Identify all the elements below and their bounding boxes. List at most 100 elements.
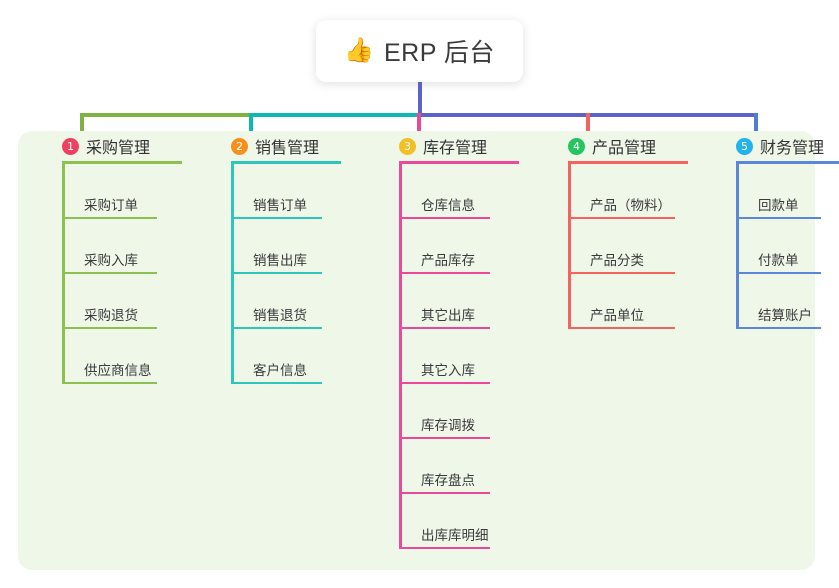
column-title: 库存管理 [423, 140, 488, 157]
column-2: 2 销售管理销售订单销售出库销售退货客户信息 [221, 131, 381, 384]
root-node[interactable]: 👍 ERP 后台 [316, 20, 523, 82]
connector-drop-3 [417, 113, 421, 143]
connector-drop-1 [80, 113, 84, 143]
column-4: 4 产品管理产品（物料） 产品分类产品单位 [558, 131, 718, 329]
column-spine [736, 164, 739, 329]
list-item-rule [739, 327, 821, 329]
list-item[interactable]: 回款单 [736, 164, 839, 219]
column-header-2[interactable]: 2 销售管理 [221, 131, 381, 161]
list-item-rule [65, 327, 157, 329]
column-1: 1 采购管理采购订单采购入库采购退货供应商信息 [52, 131, 212, 384]
list-item[interactable]: 销售退货 [231, 274, 381, 329]
column-title: 产品管理 [592, 140, 657, 157]
list-item-label: 产品分类 [590, 253, 644, 268]
column-spine [568, 164, 571, 329]
list-item[interactable]: 仓库信息 [399, 164, 549, 219]
list-item-rule [402, 327, 490, 329]
column-header-3[interactable]: 3 库存管理 [389, 131, 549, 161]
list-item-label: 销售退货 [253, 308, 307, 323]
list-item[interactable]: 付款单 [736, 219, 839, 274]
list-item-label: 采购入库 [84, 253, 138, 268]
list-item-rule [234, 272, 322, 274]
column-title-rule [736, 161, 839, 164]
column-number-badge: 3 [399, 137, 416, 155]
column-number-badge: 2 [231, 137, 248, 155]
connector-drop-2 [249, 113, 253, 143]
list-item[interactable]: 采购订单 [62, 164, 212, 219]
column-spine [231, 164, 234, 384]
list-item-rule [234, 382, 322, 384]
list-item-label: 采购退货 [84, 308, 138, 323]
list-item-rule [402, 437, 490, 439]
list-item[interactable]: 销售出库 [231, 219, 381, 274]
list-item-rule [571, 327, 675, 329]
list-item-label: 仓库信息 [421, 198, 475, 213]
list-item[interactable]: 销售订单 [231, 164, 381, 219]
list-item-label: 供应商信息 [84, 363, 152, 378]
column-number-badge: 5 [736, 137, 753, 155]
list-item[interactable]: 产品分类 [568, 219, 718, 274]
column-number-badge: 4 [568, 137, 585, 155]
list-item[interactable]: 采购退货 [62, 274, 212, 329]
list-item-label: 库存调拨 [421, 418, 475, 433]
list-item-rule [402, 382, 490, 384]
column-3: 3 库存管理仓库信息产品库存其它出库其它入库库存调拨库存盘点出库库明细 [389, 131, 549, 549]
list-item[interactable]: 其它出库 [399, 274, 549, 329]
root-title: ERP 后台 [383, 39, 495, 67]
list-item-rule [402, 547, 490, 549]
connector-bus-segment-1 [80, 113, 252, 117]
connector-drop-4 [586, 113, 590, 143]
list-item-label: 客户信息 [253, 363, 307, 378]
column-title-rule [231, 161, 341, 164]
list-item-label: 其它出库 [421, 308, 475, 323]
column-title-rule [62, 161, 182, 164]
list-item[interactable]: 客户信息 [231, 329, 381, 384]
list-item-label: 采购订单 [84, 198, 138, 213]
list-item-label: 其它入库 [421, 363, 475, 378]
list-item-label: 出库库明细 [421, 528, 489, 543]
column-number-badge: 1 [62, 137, 79, 155]
column-spine [399, 164, 402, 549]
thumbs-up-icon: 👍 [344, 37, 374, 64]
list-item[interactable]: 出库库明细 [399, 494, 549, 549]
list-item[interactable]: 产品单位 [568, 274, 718, 329]
list-item-rule [739, 217, 821, 219]
list-item-label: 库存盘点 [421, 473, 475, 488]
list-item-label: 销售订单 [253, 198, 307, 213]
column-title-rule [568, 161, 688, 164]
list-item-rule [65, 217, 157, 219]
list-item[interactable]: 库存调拨 [399, 384, 549, 439]
column-title: 财务管理 [760, 140, 825, 157]
list-item-label: 产品单位 [590, 308, 644, 323]
column-title: 采购管理 [86, 140, 151, 157]
list-item-rule [571, 217, 675, 219]
column-title-rule [399, 161, 519, 164]
list-item-rule [402, 272, 490, 274]
list-item-rule [571, 272, 675, 274]
list-item[interactable]: 产品（物料） [568, 164, 718, 219]
column-header-1[interactable]: 1 采购管理 [52, 131, 212, 161]
list-item[interactable]: 其它入库 [399, 329, 549, 384]
list-item-rule [402, 492, 490, 494]
list-item-label: 产品库存 [421, 253, 475, 268]
list-item[interactable]: 供应商信息 [62, 329, 212, 384]
list-item[interactable]: 采购入库 [62, 219, 212, 274]
connector-drop-5 [754, 113, 758, 143]
list-item[interactable]: 产品库存 [399, 219, 549, 274]
column-spine [62, 164, 65, 384]
column-items: 销售订单销售出库销售退货客户信息 [231, 164, 381, 384]
list-item-rule [65, 272, 157, 274]
list-item[interactable]: 结算账户 [736, 274, 839, 329]
list-item-rule [234, 217, 322, 219]
column-items: 产品（物料） 产品分类产品单位 [568, 164, 718, 329]
column-title: 销售管理 [255, 140, 320, 157]
list-item-rule [65, 382, 157, 384]
diagram-panel: 1 采购管理采购订单采购入库采购退货供应商信息 2 销售管理销售订单销售出库销售退货客… [18, 131, 839, 570]
column-header-4[interactable]: 4 产品管理 [558, 131, 718, 161]
column-items: 仓库信息产品库存其它出库其它入库库存调拨库存盘点出库库明细 [399, 164, 549, 549]
list-item-label: 结算账户 [758, 308, 812, 323]
column-items: 采购订单采购入库采购退货供应商信息 [62, 164, 212, 384]
column-header-5[interactable]: 5 财务管理 [726, 131, 839, 161]
list-item-label: 付款单 [758, 253, 799, 268]
list-item[interactable]: 库存盘点 [399, 439, 549, 494]
